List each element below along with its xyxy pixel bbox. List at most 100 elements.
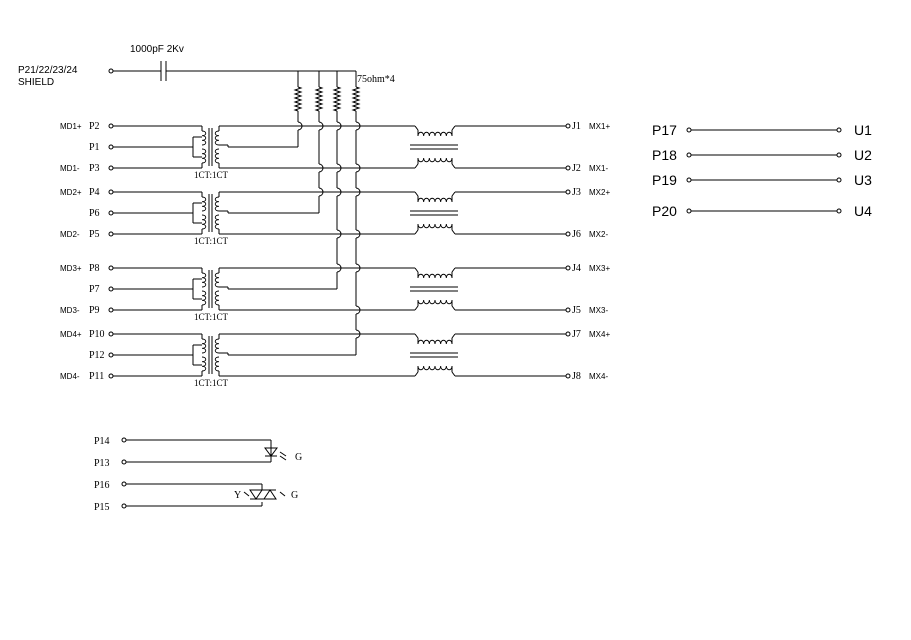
pin-circle bbox=[108, 352, 114, 358]
pin-circle bbox=[121, 437, 127, 443]
led-emission-arrow bbox=[279, 455, 287, 461]
secondary-coil-top bbox=[214, 272, 220, 288]
shield-label: SHIELD bbox=[18, 77, 54, 88]
crossover-hop bbox=[355, 187, 361, 197]
jack-plus-label: J7 bbox=[572, 329, 581, 340]
secondary-coil-bottom bbox=[214, 290, 220, 306]
pin-ct-label: P7 bbox=[89, 284, 100, 295]
p-pin-label: P20 bbox=[652, 203, 677, 219]
jack-minus-label: J6 bbox=[572, 229, 581, 240]
pin-circle bbox=[108, 144, 114, 150]
crossover-hop bbox=[318, 187, 324, 197]
pin-circle bbox=[121, 503, 127, 509]
led-triangle bbox=[264, 447, 278, 457]
led-color-label-y: Y bbox=[234, 490, 241, 501]
pin-minus-label: P9 bbox=[89, 305, 100, 316]
mx-minus-label: MX3- bbox=[589, 306, 608, 315]
pin-circle bbox=[108, 307, 114, 313]
pin-circle bbox=[121, 481, 127, 487]
pin-minus-label: P3 bbox=[89, 163, 100, 174]
choke-coil-bottom bbox=[417, 223, 453, 229]
mx-minus-label: MX1- bbox=[589, 164, 608, 173]
pin-plus-label: P4 bbox=[89, 187, 100, 198]
pin-circle bbox=[121, 459, 127, 465]
led-triangle-y bbox=[249, 489, 263, 500]
md-minus-label: MD2- bbox=[60, 230, 80, 239]
pin-ct-label: P6 bbox=[89, 208, 100, 219]
md-plus-label: MD4+ bbox=[60, 330, 82, 339]
mx-minus-label: MX4- bbox=[589, 372, 608, 381]
pin-ct-label: P12 bbox=[89, 350, 105, 361]
pin-circle bbox=[565, 265, 571, 271]
crossover-hop bbox=[318, 121, 324, 131]
pin-plus-label: P10 bbox=[89, 329, 105, 340]
crossover-hop bbox=[336, 121, 342, 131]
crossover-hop bbox=[355, 263, 361, 273]
pin-circle bbox=[108, 265, 114, 271]
pin-plus-label: P8 bbox=[89, 263, 100, 274]
resistor-3 bbox=[332, 86, 342, 112]
choke-coil-bottom bbox=[417, 157, 453, 163]
crossover-hop bbox=[355, 163, 361, 173]
crossover-hop bbox=[336, 229, 342, 239]
pin-circle bbox=[108, 123, 114, 129]
led-pin-b-label: P13 bbox=[94, 458, 110, 469]
md-plus-label: MD2+ bbox=[60, 188, 82, 197]
transformer-ratio-label: 1CT:1CT bbox=[194, 378, 229, 388]
pin-circle bbox=[686, 127, 692, 133]
mx-plus-label: MX2+ bbox=[589, 188, 610, 197]
primary-coil-top bbox=[201, 338, 207, 354]
led-pin-a-label: P14 bbox=[94, 436, 110, 447]
crossover-hop bbox=[318, 163, 324, 173]
secondary-coil-top bbox=[214, 338, 220, 354]
md-plus-label: MD3+ bbox=[60, 264, 82, 273]
crossover-hop bbox=[297, 121, 303, 131]
transformer-ratio-label: 1CT:1CT bbox=[194, 312, 229, 322]
shield-section: 1000pF 2Kv P21/22/23/24 SHIELD 75ohm*4 bbox=[18, 44, 395, 88]
jack-minus-label: J2 bbox=[572, 163, 581, 174]
pin-circle bbox=[565, 331, 571, 337]
crossover-hop bbox=[355, 329, 361, 339]
pin-circle bbox=[565, 165, 571, 171]
u-pin-label: U3 bbox=[854, 172, 872, 188]
crossover-hop bbox=[336, 187, 342, 197]
crossover-hop bbox=[336, 163, 342, 173]
choke-coil-top bbox=[417, 339, 453, 345]
primary-coil-bottom bbox=[201, 214, 207, 230]
mx-plus-label: MX4+ bbox=[589, 330, 610, 339]
crossover-hop bbox=[336, 263, 342, 273]
pin-circle bbox=[836, 127, 842, 133]
choke-coil-bottom bbox=[417, 299, 453, 305]
pin-circle bbox=[565, 307, 571, 313]
secondary-coil-top bbox=[214, 130, 220, 146]
jack-minus-label: J8 bbox=[572, 371, 581, 382]
choke-coil-top bbox=[417, 273, 453, 279]
pin-circle bbox=[108, 231, 114, 237]
md-plus-label: MD1+ bbox=[60, 122, 82, 131]
led-pin-a-label: P16 bbox=[94, 480, 110, 491]
u-pin-label: U2 bbox=[854, 147, 872, 163]
crossover-hop bbox=[355, 305, 361, 315]
jack-plus-label: J1 bbox=[572, 121, 581, 132]
pin-circle bbox=[686, 208, 692, 214]
pin-circle bbox=[108, 189, 114, 195]
crossover-hop bbox=[355, 229, 361, 239]
pin-circle bbox=[686, 177, 692, 183]
mx-minus-label: MX2- bbox=[589, 230, 608, 239]
led-color-label-g: G bbox=[291, 490, 298, 501]
pin-circle bbox=[836, 208, 842, 214]
pin-circle bbox=[565, 373, 571, 379]
